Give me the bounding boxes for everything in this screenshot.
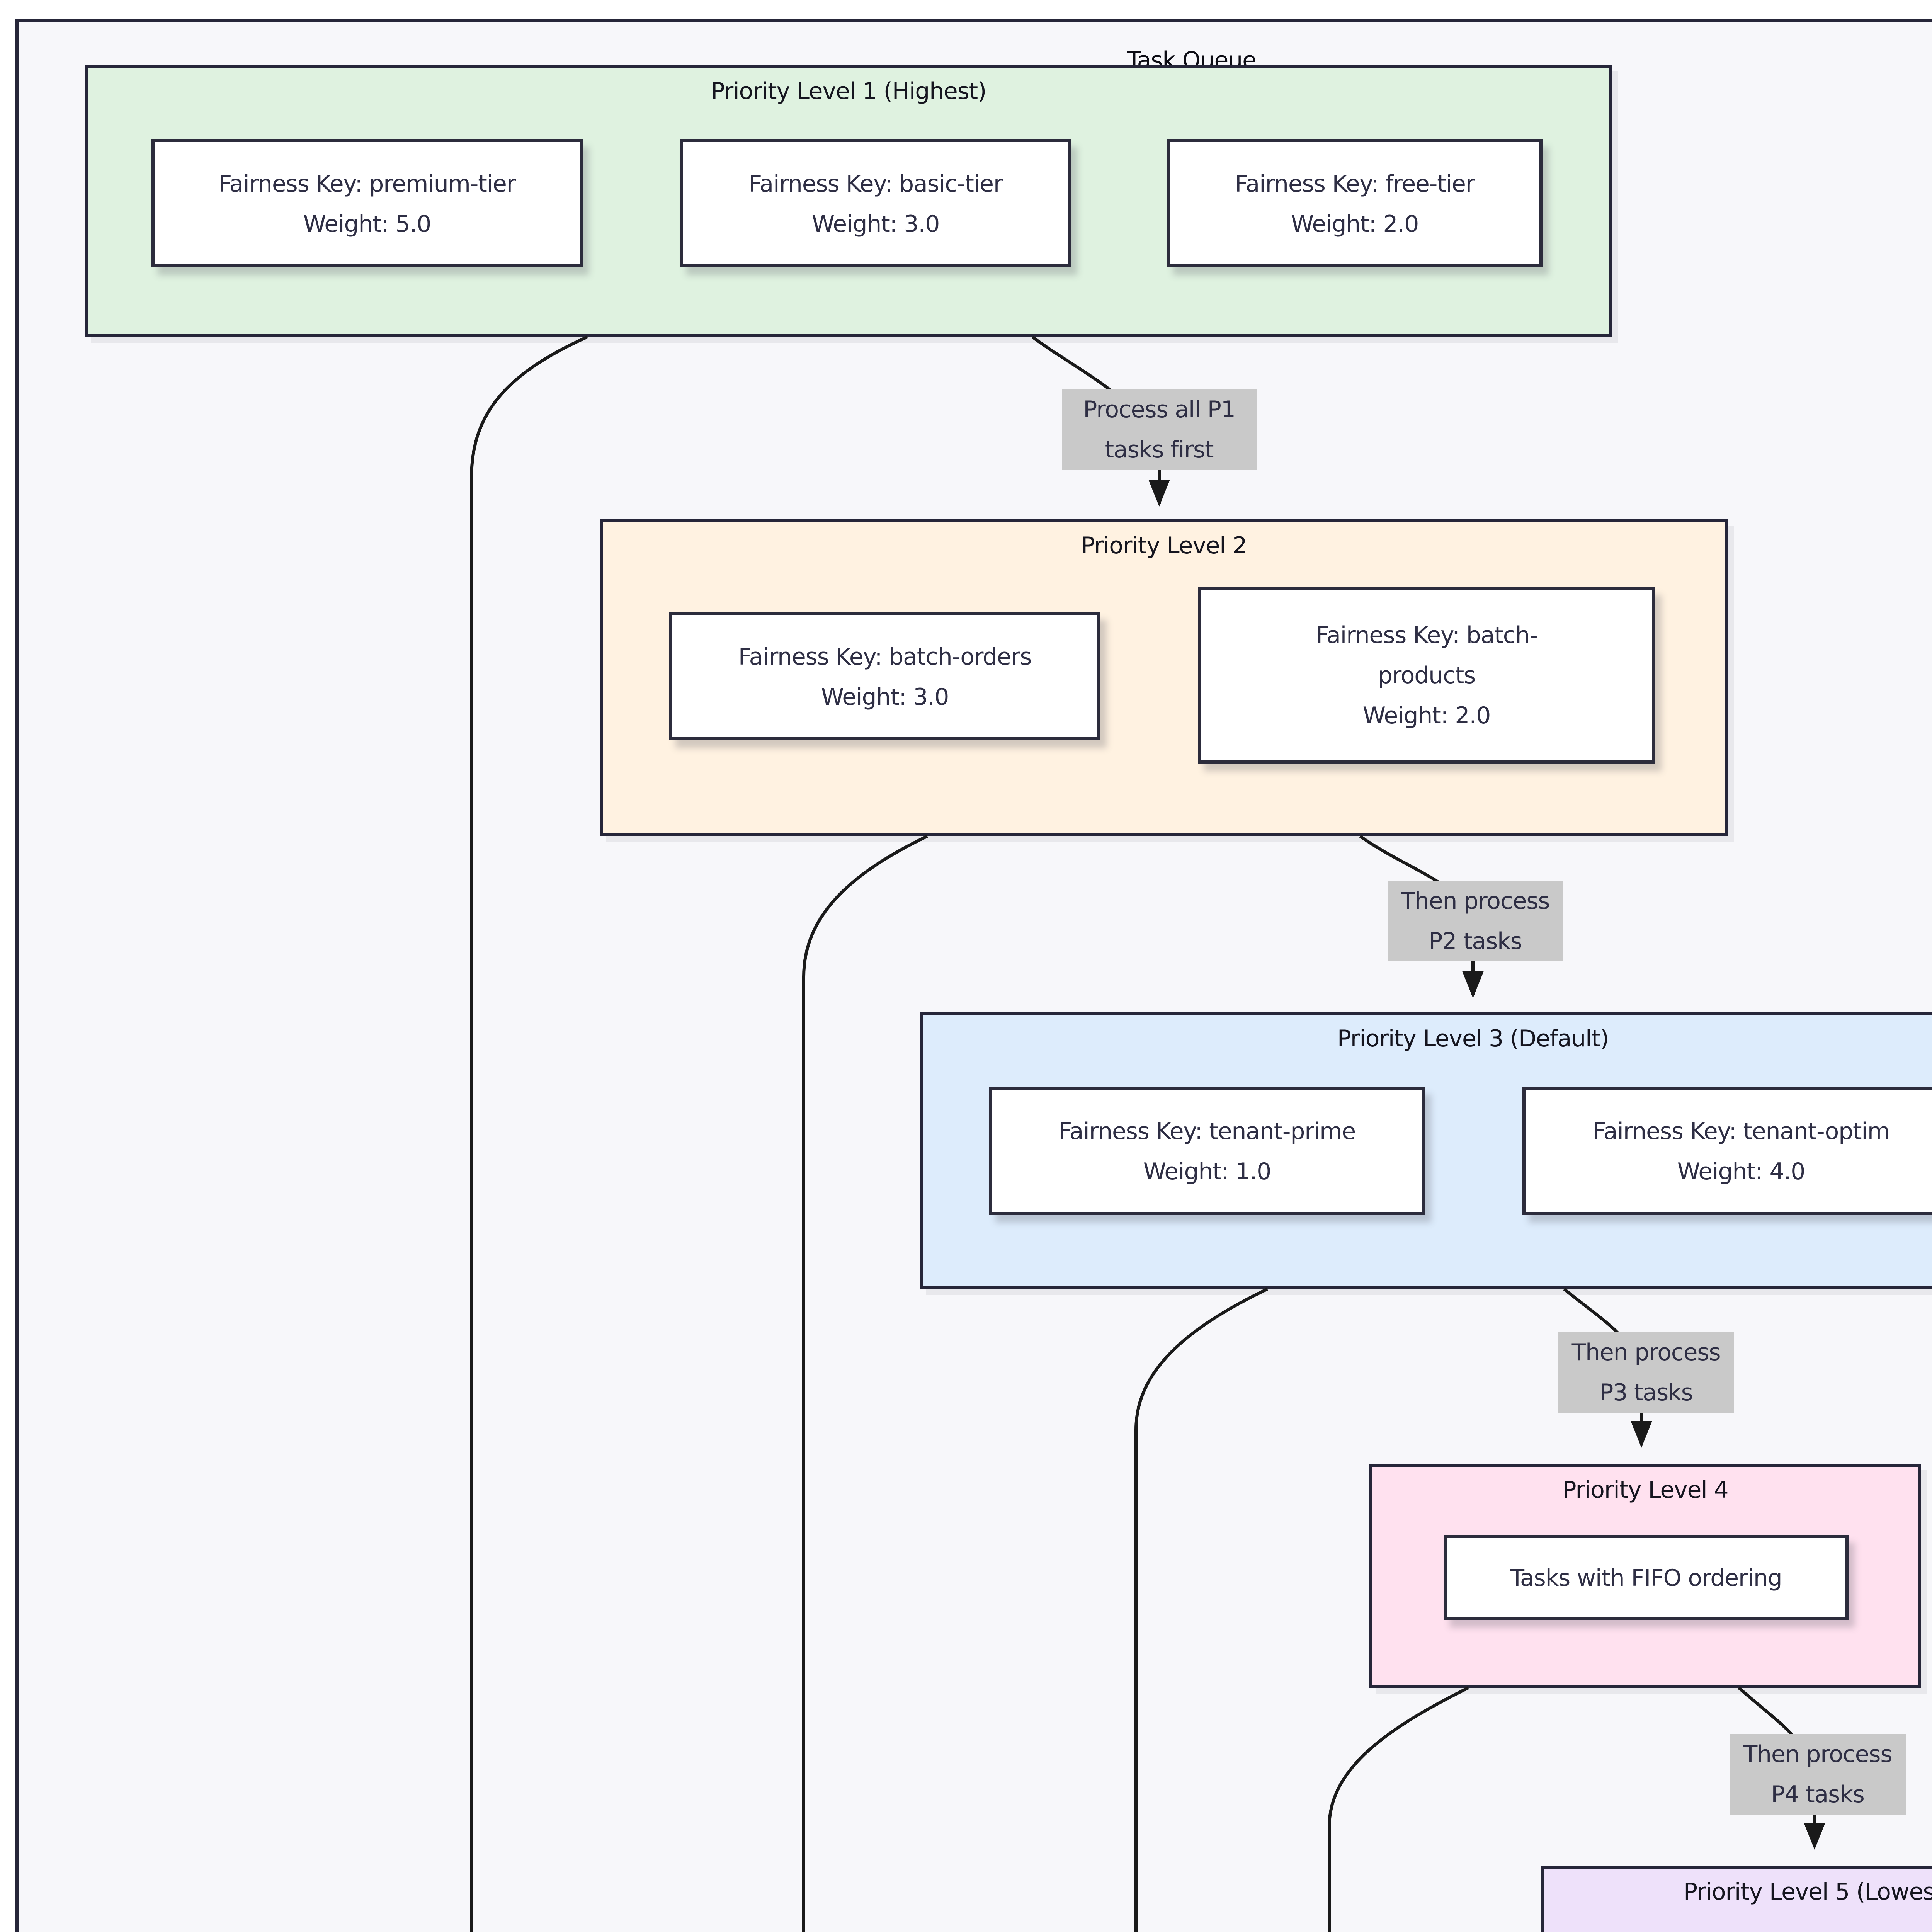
node-text: Fairness Key: batch-products [1316,621,1538,689]
edge-label-line: Process all P1 [1083,396,1236,423]
subgraph-priority-level-5: Priority Level 5 (Lowest) Tasks with FIF… [1541,1866,1932,1932]
node-text: Fairness Key: batch-orders [738,642,1032,670]
subgraph-priority-level-1: Priority Level 1 (Highest) Fairness Key:… [85,65,1612,337]
node-text: Weight: 4.0 [1677,1157,1806,1185]
node-text: Weight: 1.0 [1143,1157,1272,1185]
subgraph-priority-level-2: Priority Level 2 Fairness Key: batch-ord… [600,519,1728,836]
node-tenant-optim: Fairness Key: tenant-optim Weight: 4.0 [1522,1087,1932,1215]
subgraph-title-p2: Priority Level 2 [1081,532,1247,560]
subgraph-title-p1: Priority Level 1 (Highest) [711,77,987,105]
node-tenant-prime: Fairness Key: tenant-prime Weight: 1.0 [989,1087,1425,1215]
subgraph-title-p5: Priority Level 5 (Lowest) [1684,1878,1932,1906]
node-text: Weight: 2.0 [1291,209,1419,237]
subgraph-priority-level-4: Priority Level 4 Tasks with FIFO orderin… [1369,1464,1921,1688]
node-basic-tier: Fairness Key: basic-tier Weight: 3.0 [680,139,1071,267]
edge-label-line: P3 tasks [1599,1379,1693,1406]
edge-label-process-p3: Then process P3 tasks [1558,1332,1734,1413]
edge-label-line: P2 tasks [1429,927,1522,955]
edge-label-process-p4: Then process P4 tasks [1730,1734,1906,1815]
node-text: Weight: 5.0 [303,209,432,237]
node-text: Fairness Key: free-tier [1235,169,1475,197]
node-text: Fairness Key: premium-tier [218,169,516,197]
edge-label-line: Then process [1401,887,1550,915]
node-text: Fairness Key: basic-tier [748,169,1003,197]
node-premium-tier: Fairness Key: premium-tier Weight: 5.0 [151,139,583,267]
node-text: Weight: 3.0 [811,209,940,237]
node-text: Weight: 3.0 [821,682,949,710]
node-text: Fairness Key: tenant-prime [1058,1117,1356,1145]
node-text: Weight: 2.0 [1362,702,1491,730]
edge-label-line: tasks first [1105,436,1214,464]
node-free-tier: Fairness Key: free-tier Weight: 2.0 [1167,139,1543,267]
edge-label-process-p1: Process all P1 tasks first [1062,389,1257,470]
node-text: Fairness Key: tenant-optim [1592,1117,1890,1145]
node-fifo-p4: Tasks with FIFO ordering [1444,1535,1849,1620]
node-batch-orders: Fairness Key: batch-orders Weight: 3.0 [669,612,1100,740]
node-text: Tasks with FIFO ordering [1510,1563,1782,1591]
edge-label-process-p2: Then process P2 tasks [1388,881,1563,961]
node-batch-products: Fairness Key: batch-products Weight: 2.0 [1198,587,1655,764]
subgraph-title-p4: Priority Level 4 [1562,1476,1728,1504]
edge-label-line: Then process [1743,1740,1893,1768]
subgraph-title-p3: Priority Level 3 (Default) [1337,1025,1609,1053]
subgraph-priority-level-3: Priority Level 3 (Default) Fairness Key:… [920,1012,1932,1289]
edge-label-line: P4 tasks [1771,1781,1865,1808]
edge-label-line: Then process [1571,1338,1721,1366]
